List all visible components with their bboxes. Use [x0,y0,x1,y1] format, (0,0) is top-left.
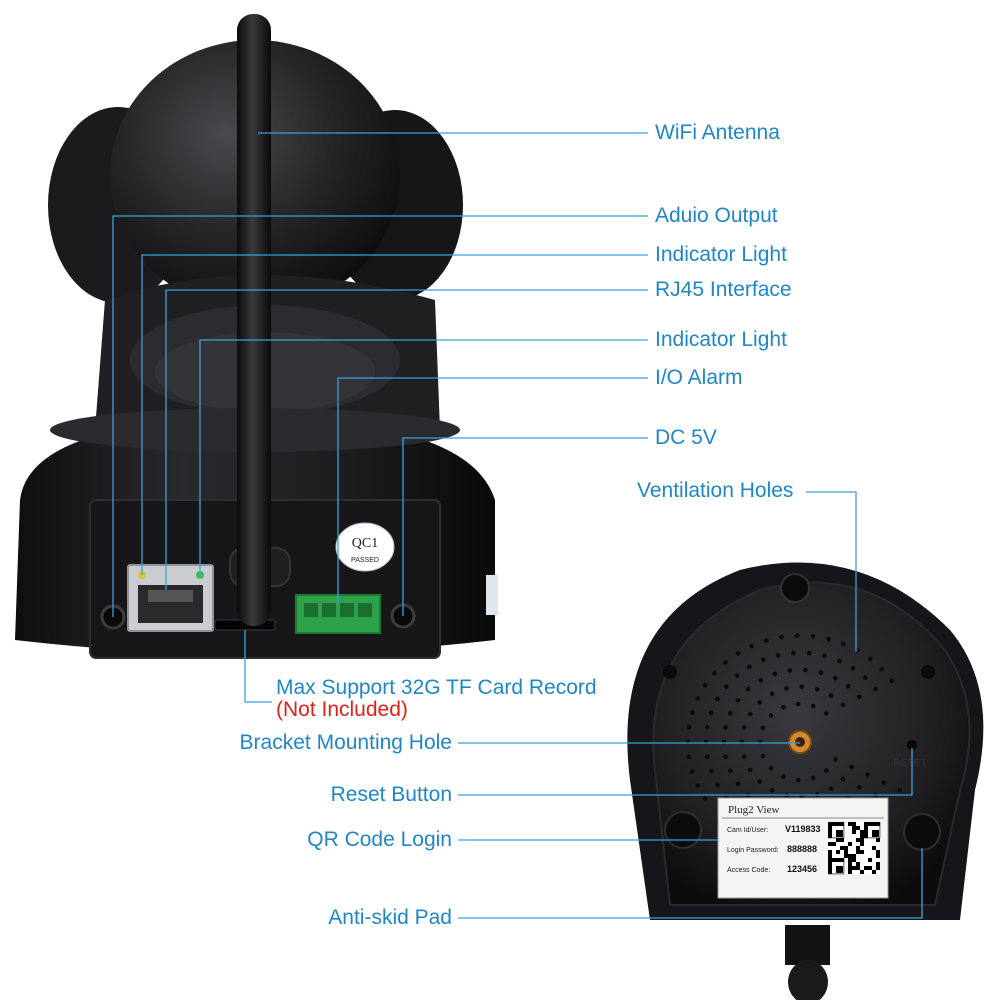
label-wifi-antenna: WiFi Antenna [655,121,780,144]
qc-badge-line2: PASSED [351,557,379,564]
sticker-row3-value: 123456 [787,864,817,874]
label-rj45-interface: RJ45 Interface [655,278,792,301]
label-io-alarm: I/O Alarm [655,366,743,389]
sticker-row2-label: Login Password: [727,847,779,854]
label-dc-5v: DC 5V [655,426,717,449]
leader-lines [112,132,923,919]
sticker-row1-value: V119833 [785,824,821,834]
label-indicator-light-2: Indicator Light [655,328,787,351]
qc-badge-line1: QC1 [352,536,378,551]
anti-skid-pad-right [903,813,941,851]
label-ventilation-holes: Ventilation Holes [637,479,794,502]
label-reset-button: Reset Button [330,783,452,806]
label-tf-card-note: (Not Included) [276,698,408,721]
label-audio-output: Aduio Output [655,204,778,227]
reset-engraving: RESET [893,758,926,769]
anti-skid-pad-left [664,811,702,849]
label-tf-card: Max Support 32G TF Card Record [276,676,597,699]
sticker-row3-label: Access Code: [727,867,770,874]
wifi-antenna [237,14,271,626]
reset-hole [907,740,917,750]
camera-back-view: QC1 PASSED [15,14,498,659]
sticker-row1-label: Cam Id/User: [727,827,768,834]
label-anti-skid-pad: Anti-skid Pad [328,906,452,929]
camera-bottom-view: RESET Plug2 View Cam Id/User: V119833 Lo… [627,562,984,1000]
qr-code [828,822,881,875]
sticker-title: Plug2 View [728,804,779,816]
qc-badge [335,522,395,572]
label-bracket-hole: Bracket Mounting Hole [239,731,452,754]
label-indicator-light-1: Indicator Light [655,243,787,266]
sticker-row2-value: 888888 [787,844,817,854]
ventilation-holes [685,633,903,801]
label-qr-login: QR Code Login [307,828,452,851]
